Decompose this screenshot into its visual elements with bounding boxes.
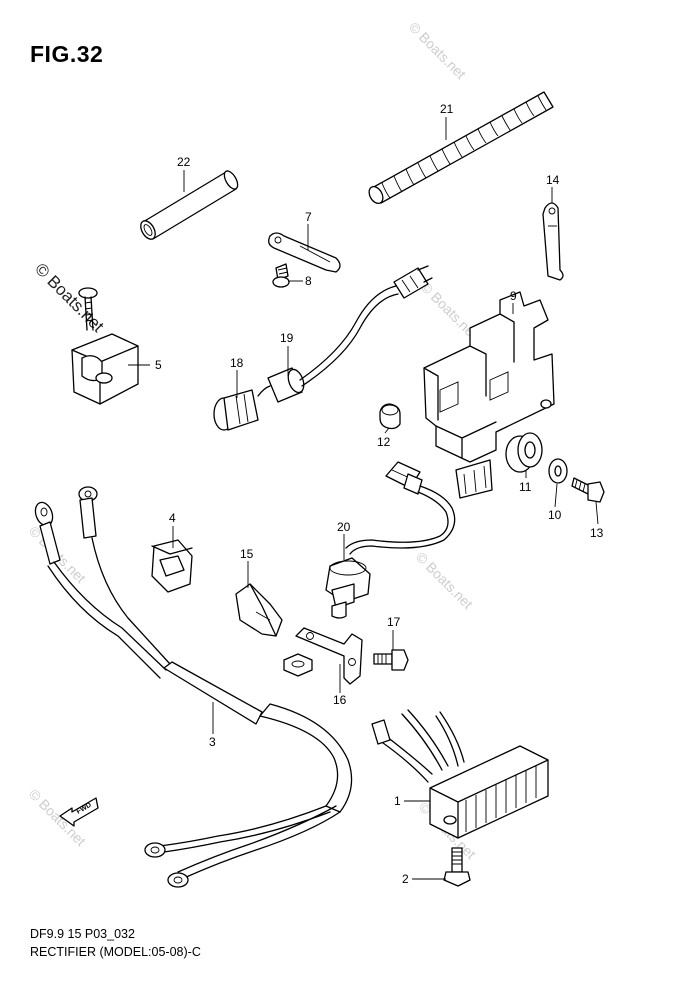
callout-14: 14: [546, 173, 560, 187]
watermark-left-dark: © Boats.net: [31, 259, 108, 336]
callout-12: 12: [377, 435, 391, 449]
part-5-holder: [71, 287, 139, 405]
part-9-bracket: [423, 291, 555, 499]
part-13-bolt: [571, 477, 605, 503]
part-11-grommet: [505, 432, 543, 473]
part-16-bracket: [295, 627, 363, 685]
watermark-lower-right: © Boats.net: [413, 549, 476, 612]
callout-18: 18: [230, 356, 244, 370]
watermarks: © Boats.net © Boats.net © Boats.net © Bo…: [26, 19, 481, 862]
part-10-washer: [548, 458, 568, 484]
part-21-spiral-tube: [368, 91, 554, 205]
callout-20: 20: [337, 520, 351, 534]
part-16-nut: [283, 653, 313, 677]
part-17-bolt: [373, 649, 409, 671]
callout-17: 17: [387, 615, 401, 629]
callout-15: 15: [240, 547, 254, 561]
part-15-cover: [235, 583, 283, 637]
figure-title: FIG.32: [30, 41, 104, 67]
callout-10: 10: [548, 508, 562, 522]
callout-22: 22: [177, 155, 191, 169]
part-1-rectifier: [371, 709, 549, 839]
part-7-clamp-plate: [268, 232, 341, 273]
part-12-cap: [379, 403, 401, 430]
callout-3: 3: [209, 735, 216, 749]
part-19-grommet: [257, 367, 305, 403]
harness-wire-18-19: [299, 265, 433, 387]
footer-diagram-code: DF9.9 15 P03_032: [30, 927, 135, 941]
part-18-lamp: [213, 389, 259, 431]
part-22-tube: [140, 170, 239, 240]
leader-lines: [128, 117, 599, 880]
callout-13: 13: [590, 526, 604, 540]
callout-7: 7: [305, 210, 312, 224]
part-2-bolt: [443, 847, 471, 887]
callout-11: 11: [519, 480, 532, 494]
callout-8: 8: [305, 274, 312, 288]
callout-9: 9: [510, 289, 517, 303]
callout-1: 1: [394, 794, 401, 808]
callout-2: 2: [402, 872, 409, 886]
callout-5: 5: [155, 358, 162, 372]
part-20-switch: [325, 461, 456, 619]
callout-21: 21: [440, 102, 454, 116]
part-3-wire-harness: [34, 486, 353, 888]
part-4-grommet: [151, 539, 193, 593]
callout-16: 16: [333, 693, 347, 707]
part-14-clip: [542, 202, 564, 281]
part-callouts: 21 22 14 7 8 9 5 19 18 12 11 10 13 20 4 …: [155, 102, 604, 886]
footer-diagram-caption: RECTIFIER (MODEL:05-08)-C: [30, 945, 201, 959]
part-8-screw: [272, 263, 290, 288]
watermark-top-right: © Boats.net: [406, 19, 469, 82]
callout-4: 4: [169, 511, 176, 525]
callout-19: 19: [280, 331, 294, 345]
